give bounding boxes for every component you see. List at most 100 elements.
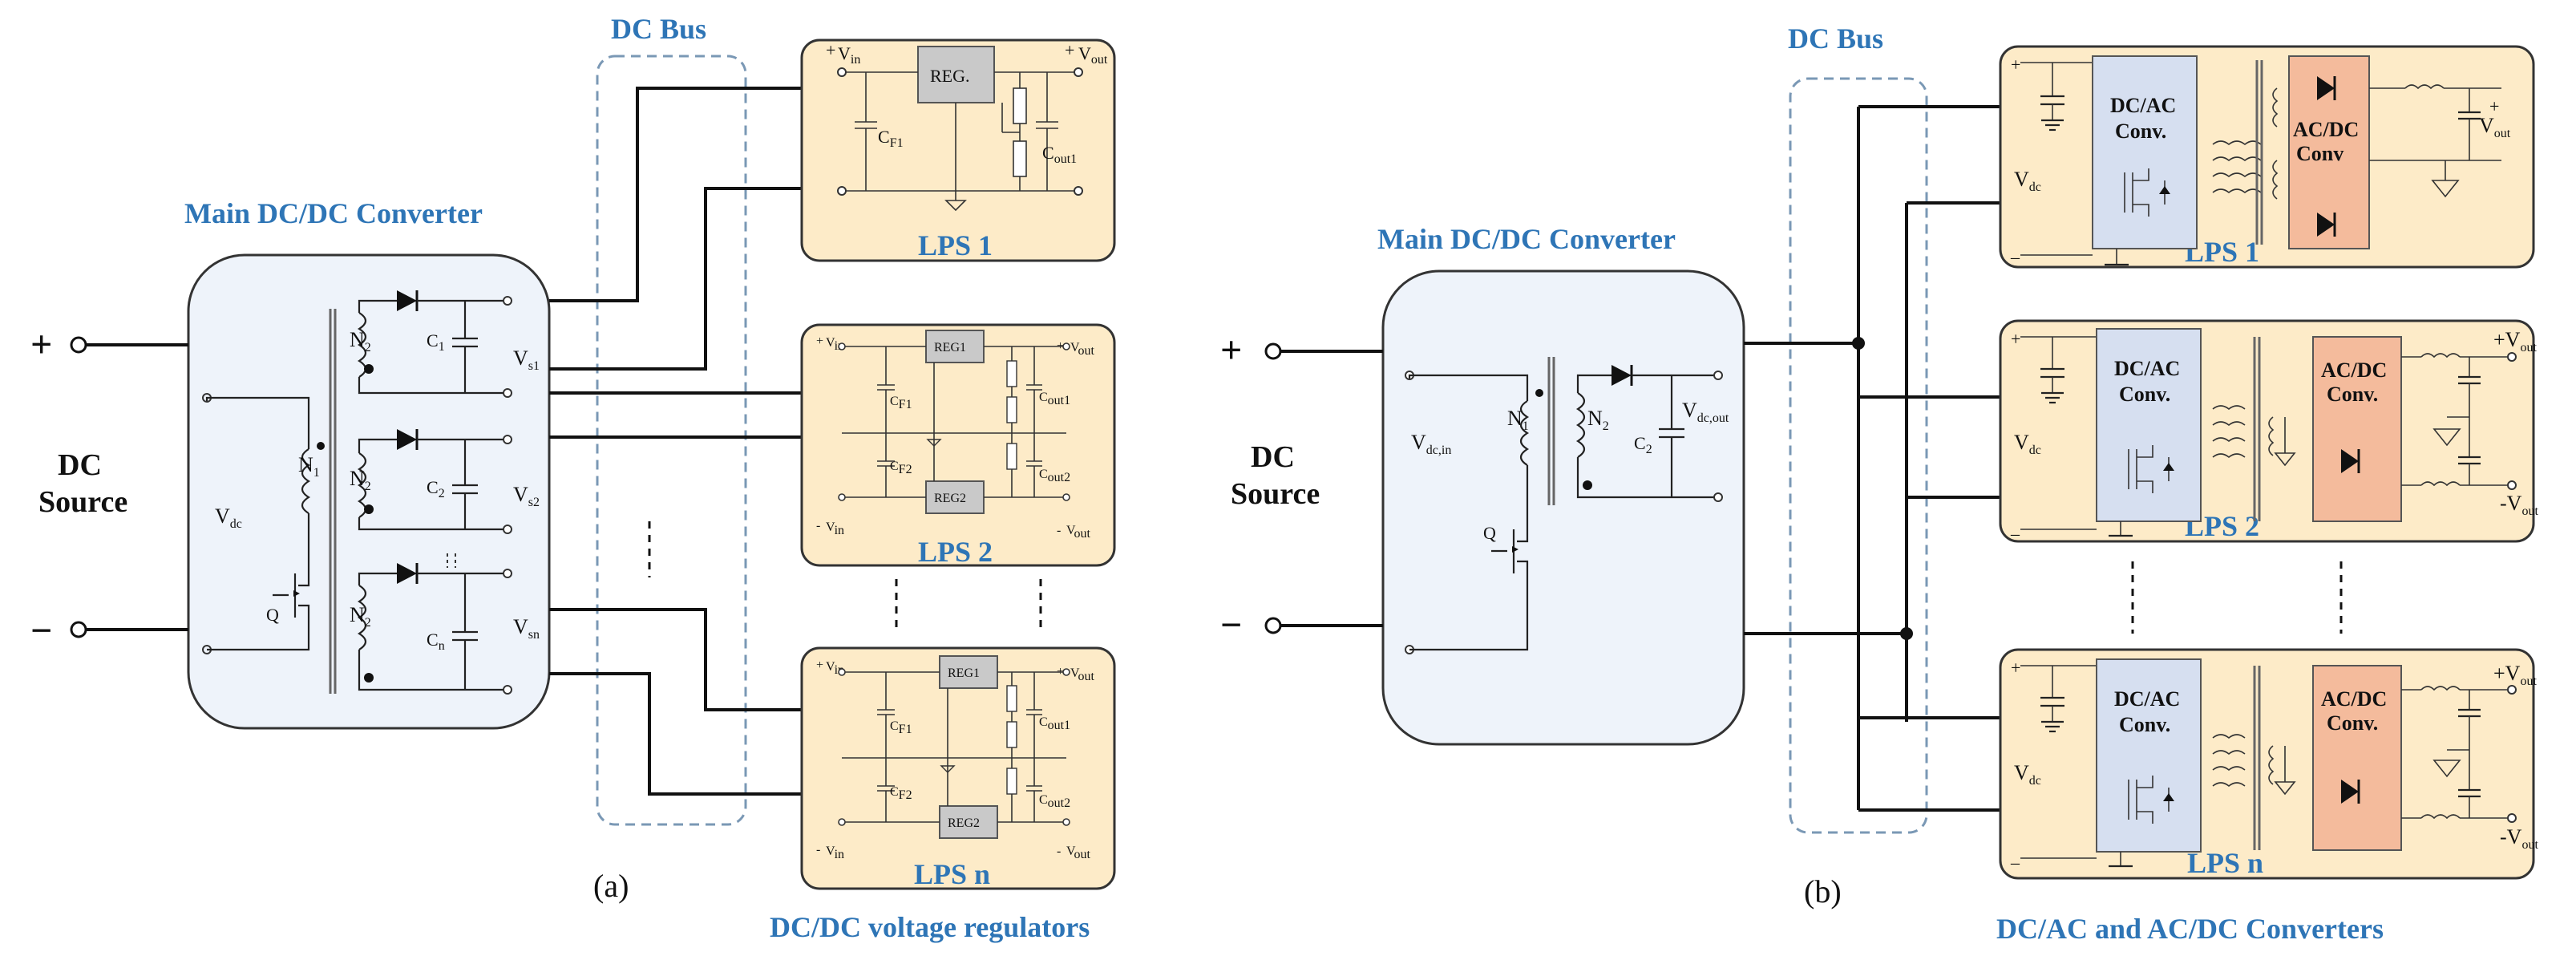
svg-text:Vout: Vout bbox=[1066, 845, 1091, 861]
lpsn-b: LPS n + _ Vdc DC/AC Conv. bbox=[1999, 648, 2538, 880]
bus-wires-b bbox=[1744, 105, 2000, 812]
plus-terminal-b: + bbox=[1220, 329, 1242, 371]
svg-text:N1: N1 bbox=[298, 453, 320, 480]
secondary-windings-a: C1 N2 Vs1 C2 N2 Vs2 bbox=[350, 290, 540, 695]
svg-text:Conv: Conv bbox=[2296, 142, 2343, 165]
svg-text:REG1: REG1 bbox=[948, 666, 980, 680]
svg-text:+Vout: +Vout bbox=[2493, 328, 2537, 354]
svg-text:Vdc,out: Vdc,out bbox=[1682, 399, 1729, 425]
lps2-b: LPS 2 + _ Vdc DC/AC Conv. bbox=[1999, 319, 2538, 543]
svg-text:N2: N2 bbox=[350, 467, 371, 493]
svg-text:N1: N1 bbox=[1507, 407, 1529, 433]
plus-node-a bbox=[70, 336, 87, 354]
main-converter-title-b: Main DC/DC Converter bbox=[1377, 223, 1676, 255]
svg-text:_: _ bbox=[2010, 241, 2020, 261]
svg-text:DC/AC: DC/AC bbox=[2114, 687, 2180, 711]
mosfet-icon bbox=[2124, 168, 2170, 217]
svg-text:Vdc: Vdc bbox=[2014, 168, 2041, 194]
svg-text:AC/DC: AC/DC bbox=[2293, 118, 2359, 141]
main-converter-box-a bbox=[187, 253, 551, 730]
minus-node-a bbox=[70, 621, 87, 638]
svg-text:Vdc: Vdc bbox=[2014, 431, 2041, 457]
svg-text:C1: C1 bbox=[427, 330, 445, 354]
panel-label-a: (a) bbox=[593, 868, 629, 904]
lps1-title-a: LPS 1 bbox=[918, 229, 993, 261]
panel-b: Main DC/DC Converter + − DC Source Q Vdc… bbox=[1220, 22, 2538, 945]
footer-b: DC/AC and AC/DC Converters bbox=[1996, 913, 2384, 945]
svg-text:-Vout: -Vout bbox=[2500, 825, 2538, 852]
svg-text:Conv.: Conv. bbox=[2119, 383, 2170, 406]
svg-text:Cout1: Cout1 bbox=[1039, 391, 1070, 407]
svg-text:Conv.: Conv. bbox=[2115, 120, 2166, 143]
dc-source-label-b2: Source bbox=[1231, 477, 1320, 511]
svg-text:_: _ bbox=[2010, 846, 2020, 866]
main-converter-box-b bbox=[1381, 269, 1745, 746]
main-converter-circuit-b: Q Vdc,in N1 N2 C2 Vdc,out bbox=[1405, 357, 1729, 654]
main-converter-title-a: Main DC/DC Converter bbox=[184, 197, 483, 229]
svg-text:N2: N2 bbox=[350, 328, 371, 354]
svg-text:Vs1: Vs1 bbox=[513, 346, 540, 373]
plus-terminal-a: + bbox=[30, 323, 52, 366]
panel-a: Main DC/DC Converter + − DC Source Q Vdc… bbox=[30, 13, 1116, 943]
svg-text:Conv.: Conv. bbox=[2327, 383, 2378, 406]
svg-text:REG.: REG. bbox=[930, 66, 970, 86]
svg-text:Vout: Vout bbox=[1070, 666, 1095, 683]
svg-text:CF2: CF2 bbox=[890, 785, 912, 802]
svg-text:Vsn: Vsn bbox=[513, 615, 540, 642]
svg-text:Conv.: Conv. bbox=[2327, 711, 2378, 735]
svg-text:-: - bbox=[1057, 845, 1061, 858]
svg-text:-: - bbox=[816, 843, 820, 857]
svg-text:Q: Q bbox=[266, 605, 279, 625]
primary-circuit-a: Q Vdc N1 bbox=[202, 309, 337, 694]
svg-text:Cout2: Cout2 bbox=[1039, 793, 1070, 810]
svg-text:CF2: CF2 bbox=[890, 460, 912, 476]
dc-source-label-a1: DC bbox=[58, 448, 102, 482]
dc-bus-a bbox=[596, 55, 747, 826]
svg-text:Q: Q bbox=[1483, 523, 1496, 543]
svg-text:CF1: CF1 bbox=[890, 395, 912, 411]
lps2-title-a: LPS 2 bbox=[918, 536, 993, 568]
svg-text:_: _ bbox=[2010, 517, 2020, 537]
minus-terminal-b: − bbox=[1220, 604, 1242, 646]
svg-text:Vout: Vout bbox=[1070, 341, 1095, 358]
svg-text:CF1: CF1 bbox=[878, 127, 904, 150]
svg-text:REG1: REG1 bbox=[934, 341, 966, 354]
svg-text:DC/AC: DC/AC bbox=[2110, 94, 2176, 117]
svg-text:-: - bbox=[816, 519, 820, 533]
dcac-converter-b1 bbox=[2092, 55, 2198, 249]
svg-text:Vs2: Vs2 bbox=[513, 483, 540, 509]
svg-text:+: + bbox=[2011, 55, 2020, 75]
svg-text:N2: N2 bbox=[350, 603, 371, 630]
lpsn-a: LPS n REG1 REG2 + Vin - Vin + Vout - Vou… bbox=[800, 646, 1116, 890]
svg-text:+: + bbox=[2011, 329, 2020, 349]
svg-text:REG2: REG2 bbox=[948, 816, 980, 830]
svg-text:Cout1: Cout1 bbox=[1039, 715, 1070, 732]
svg-text:Vout: Vout bbox=[2479, 114, 2511, 140]
svg-text:Vdc: Vdc bbox=[215, 504, 242, 531]
svg-text:+Vout: +Vout bbox=[2493, 662, 2537, 688]
svg-text:-: - bbox=[1057, 524, 1061, 537]
svg-text:N2: N2 bbox=[1587, 407, 1609, 433]
panel-label-b: (b) bbox=[1804, 873, 1842, 909]
lps1-a: LPS 1 REG. + Vin + Vout CF1 bbox=[800, 38, 1116, 262]
lps1-b: LPS 1 + _ Vdc DC/AC Conv. bbox=[1999, 45, 2535, 269]
svg-text:Vin: Vin bbox=[826, 521, 844, 537]
lpsn-title-a: LPS n bbox=[914, 858, 990, 890]
svg-text:+: + bbox=[2489, 96, 2499, 116]
svg-text:+: + bbox=[826, 40, 835, 60]
svg-text:Vin: Vin bbox=[838, 43, 860, 67]
svg-text:Cout2: Cout2 bbox=[1039, 468, 1070, 484]
dc-source-label-b1: DC bbox=[1251, 440, 1295, 474]
svg-text:Cout1: Cout1 bbox=[1042, 143, 1077, 166]
svg-text:CF1: CF1 bbox=[890, 719, 912, 736]
footer-a: DC/DC voltage regulators bbox=[770, 911, 1090, 943]
dc-bus-label-b: DC Bus bbox=[1788, 22, 1883, 55]
dc-bus-label-a: DC Bus bbox=[611, 13, 706, 45]
dc-bus-b bbox=[1789, 77, 1928, 834]
svg-text:Vdc: Vdc bbox=[2014, 761, 2041, 788]
svg-text:Conv.: Conv. bbox=[2119, 713, 2170, 736]
svg-text:Vout: Vout bbox=[1078, 43, 1108, 67]
svg-text:C2: C2 bbox=[1634, 433, 1652, 456]
svg-text:AC/DC: AC/DC bbox=[2321, 358, 2387, 382]
